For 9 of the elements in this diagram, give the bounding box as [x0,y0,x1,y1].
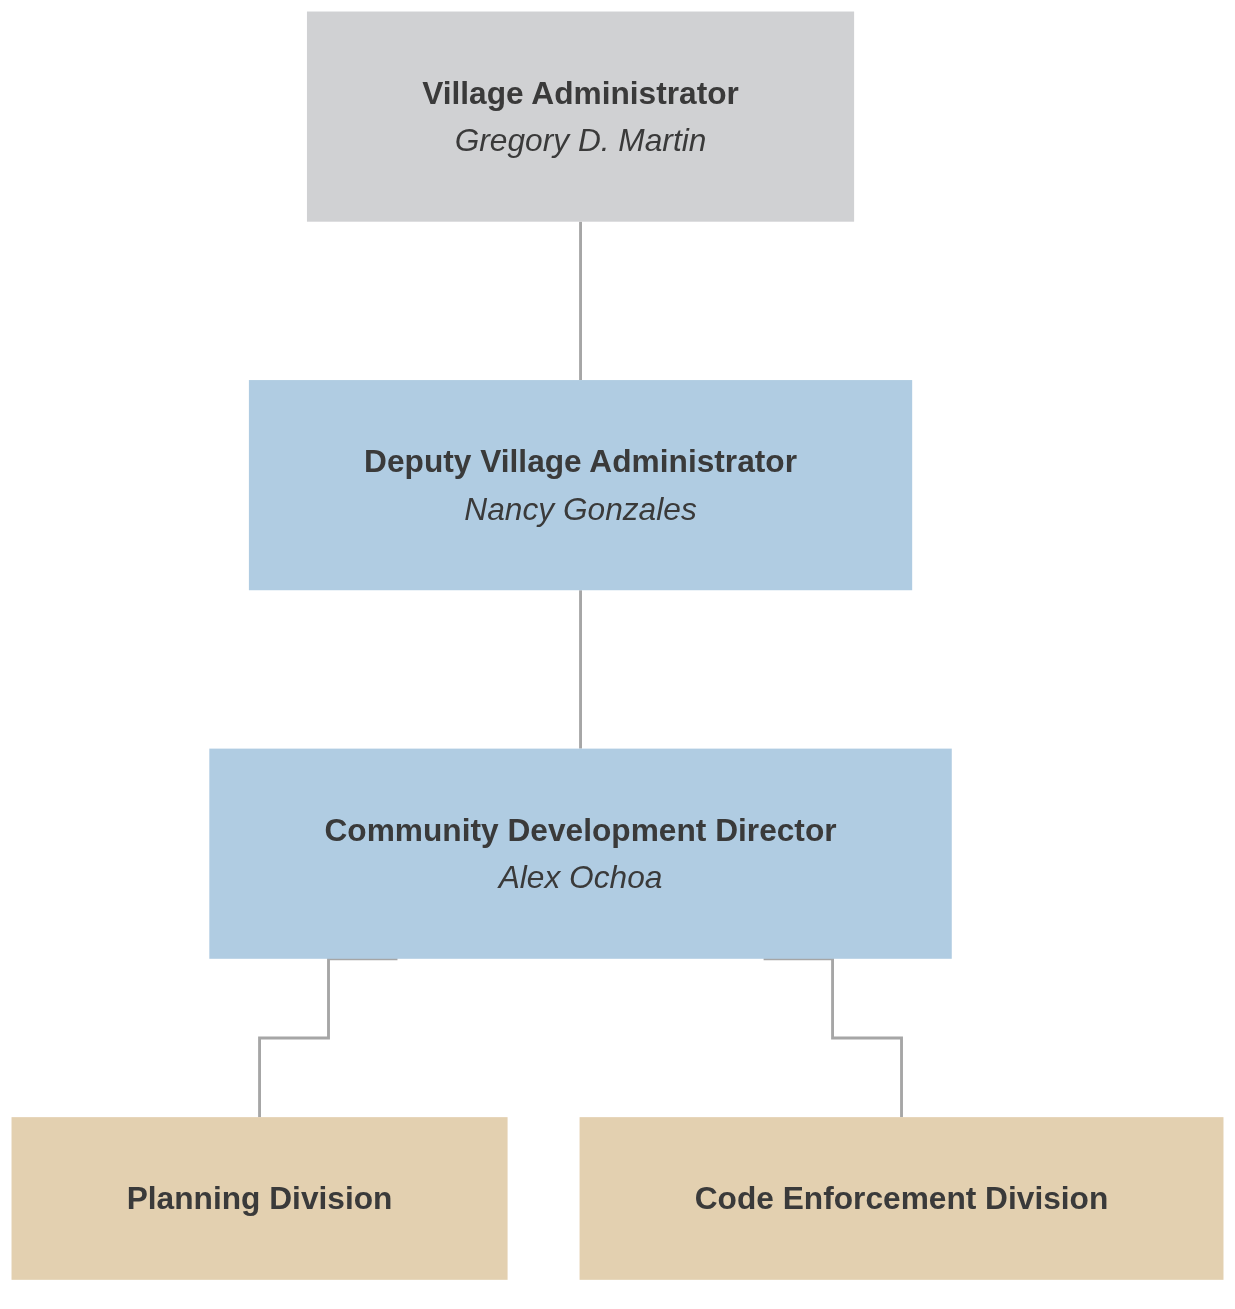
node-box: Code Enforcement Division [579,1117,1224,1280]
connector [579,220,582,382]
connector [763,957,903,1119]
node-box: Village Administrator Gregory D. Martin [306,11,855,222]
node-box: Community Development Director Alex Ochoa [209,748,952,959]
node-box: Planning Division [11,1117,508,1280]
connector [579,588,582,751]
node-box: Deputy Village Administrator Nancy Gonzales [248,380,913,591]
connector [258,957,398,1119]
